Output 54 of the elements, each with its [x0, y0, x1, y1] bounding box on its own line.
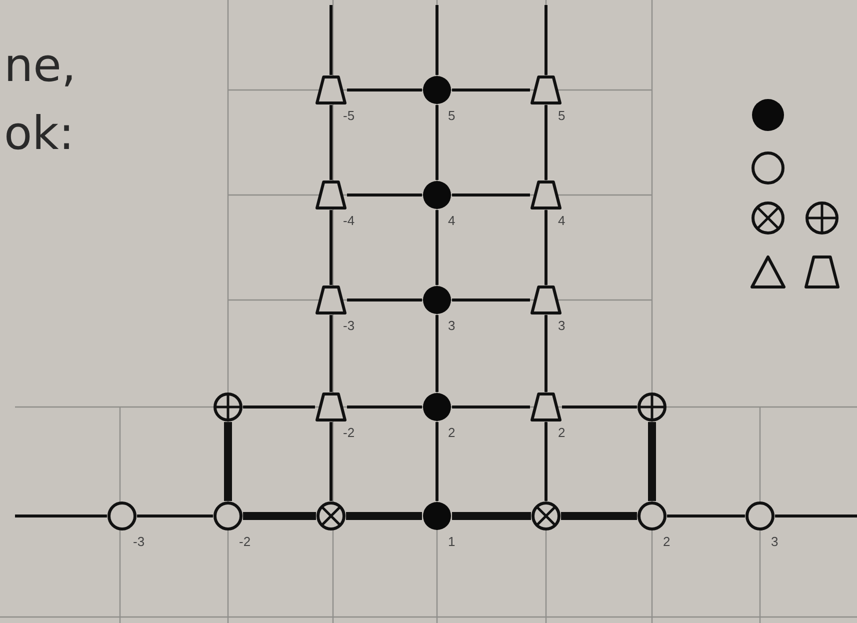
connector-line	[562, 406, 637, 408]
connector-line	[346, 512, 422, 520]
position-number: 2	[663, 535, 670, 548]
connector-line	[330, 105, 332, 180]
connector-line	[648, 422, 656, 501]
connector-line	[436, 422, 438, 501]
position-number: -5	[343, 109, 355, 122]
connector-line	[330, 5, 332, 75]
connector-line	[137, 514, 213, 518]
connector-line	[544, 210, 548, 285]
connector-line	[544, 105, 548, 180]
connector-line	[544, 5, 548, 75]
position-number: -2	[343, 426, 355, 439]
connector-line	[436, 5, 438, 75]
connector-line	[775, 514, 857, 518]
connector-line	[544, 315, 548, 392]
connector-line	[330, 315, 332, 392]
connector-line	[452, 512, 531, 520]
connector-line	[330, 210, 332, 285]
connector-line	[436, 210, 438, 285]
connector-line	[436, 105, 438, 180]
connector-line	[347, 298, 422, 302]
connector-line	[224, 422, 232, 501]
connector-line	[544, 422, 548, 501]
connector-line	[452, 194, 530, 196]
position-number: 5	[448, 109, 456, 122]
position-number: 5	[558, 109, 566, 122]
position-number: 4	[448, 214, 456, 227]
position-number: -2	[239, 535, 251, 548]
connector-line	[347, 88, 422, 92]
connector-line	[436, 315, 438, 392]
connector-line	[243, 406, 315, 408]
connector-line	[330, 422, 332, 501]
position-number: -4	[343, 214, 355, 227]
connector-line	[452, 88, 530, 92]
connector-line	[667, 514, 745, 518]
position-number: 2	[448, 426, 456, 439]
heading-fragment: ne,	[4, 42, 76, 88]
position-number: 2	[558, 426, 566, 439]
position-number: 3	[771, 535, 778, 548]
position-number: 3	[558, 319, 566, 332]
position-number: -3	[133, 535, 145, 548]
connector-line	[452, 406, 530, 408]
connector-line	[452, 298, 530, 302]
position-number: 1	[448, 535, 456, 548]
connector-line	[347, 194, 422, 196]
position-number: 4	[558, 214, 566, 227]
connector-line	[347, 406, 422, 408]
connector-line	[243, 512, 316, 520]
position-number: 3	[448, 319, 456, 332]
connector-line	[15, 514, 107, 518]
position-number: -3	[343, 319, 355, 332]
connector-line	[561, 512, 637, 520]
heading-fragment: ok:	[4, 110, 74, 156]
